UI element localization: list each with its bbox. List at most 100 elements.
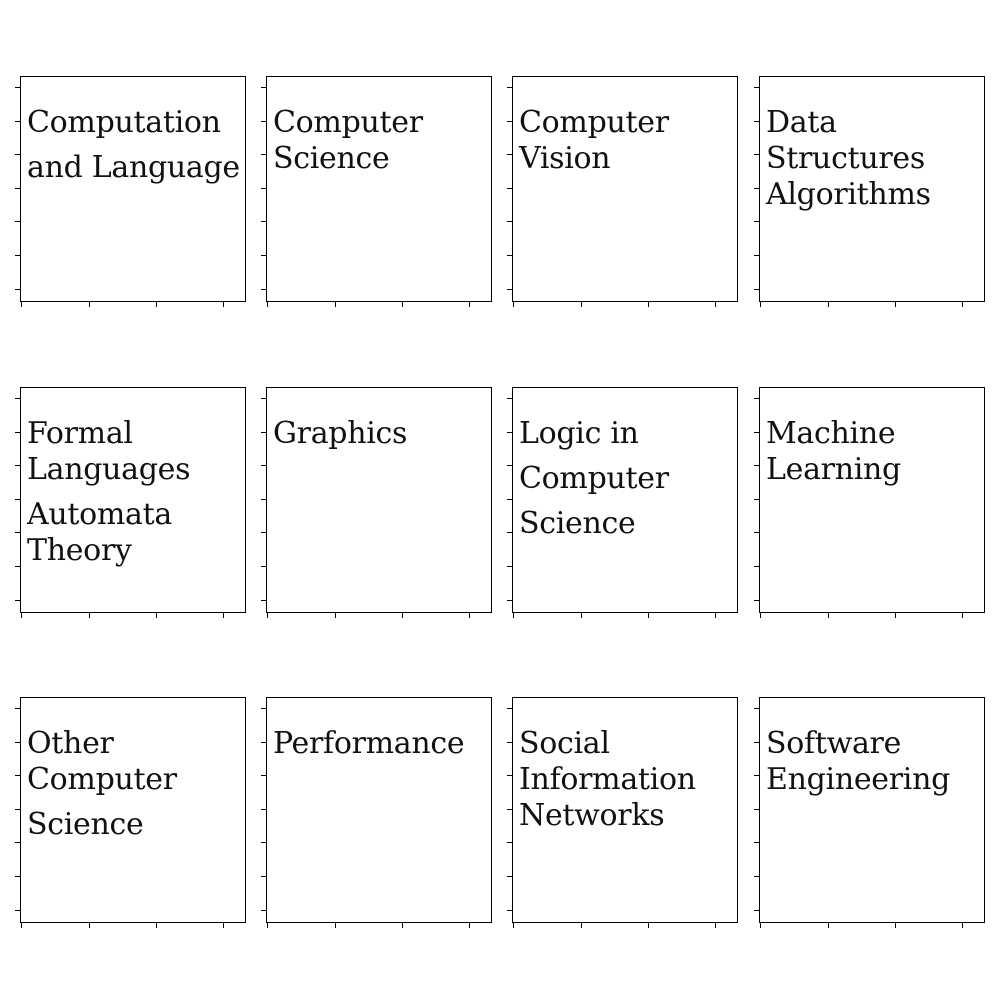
panel-title-line: Graphics: [273, 416, 408, 451]
x-axis-tick: [715, 612, 716, 618]
y-axis-tick: [261, 499, 267, 500]
y-axis-tick: [261, 154, 267, 155]
x-axis-tick: [648, 301, 649, 307]
x-axis-tick: [760, 301, 761, 307]
x-axis-tick: [828, 612, 829, 618]
y-axis-tick: [261, 188, 267, 189]
panel-title-line: Science: [519, 506, 636, 541]
chart-panel: Performance: [261, 697, 492, 928]
x-axis-tick: [223, 301, 224, 307]
panel-title-line: Engineering: [766, 762, 951, 797]
y-axis-tick: [261, 398, 267, 399]
y-axis-tick: [15, 465, 21, 466]
y-axis-tick: [507, 499, 513, 500]
y-axis-tick: [15, 221, 21, 222]
x-axis-tick: [581, 301, 582, 307]
y-axis-tick: [507, 842, 513, 843]
y-axis-tick: [754, 121, 760, 122]
panel-title-line: Computer: [519, 461, 669, 496]
panel-title-line: Algorithms: [766, 177, 931, 212]
x-axis-tick: [469, 301, 470, 307]
y-axis-tick: [261, 87, 267, 88]
x-axis-tick: [89, 301, 90, 307]
x-axis-tick: [156, 301, 157, 307]
panel-title: Performance: [273, 726, 465, 762]
panel-title-line: Performance: [273, 726, 465, 761]
y-axis-tick: [261, 432, 267, 433]
x-axis-tick: [895, 922, 896, 928]
y-axis-tick: [507, 432, 513, 433]
panel-title-line: Formal: [27, 416, 133, 451]
y-axis-tick: [507, 188, 513, 189]
panel-title-line: and Language: [27, 150, 240, 185]
panel-title-line: Software: [766, 726, 902, 761]
y-axis-tick: [15, 289, 21, 290]
y-axis-tick: [261, 910, 267, 911]
x-axis-tick: [469, 612, 470, 618]
x-axis-tick: [267, 301, 268, 307]
panel-title-line: Social: [519, 726, 610, 761]
y-axis-tick: [261, 809, 267, 810]
panel-title-line: Networks: [519, 798, 665, 833]
x-axis-tick: [648, 612, 649, 618]
y-axis-tick: [754, 188, 760, 189]
y-axis-tick: [261, 742, 267, 743]
panel-title-line: Computer: [273, 105, 423, 140]
y-axis-tick: [15, 775, 21, 776]
panel-title-line: Information: [519, 762, 696, 797]
y-axis-tick: [507, 876, 513, 877]
y-axis-tick: [507, 221, 513, 222]
panel-title-line: Computation: [27, 105, 221, 140]
x-axis-tick: [715, 301, 716, 307]
y-axis-tick: [507, 154, 513, 155]
x-axis-tick: [513, 301, 514, 307]
y-axis-tick: [507, 398, 513, 399]
y-axis-tick: [754, 398, 760, 399]
x-axis-tick: [962, 301, 963, 307]
y-axis-tick: [754, 465, 760, 466]
x-axis-tick: [402, 301, 403, 307]
y-axis-tick: [754, 809, 760, 810]
y-axis-tick: [754, 910, 760, 911]
y-axis-tick: [15, 742, 21, 743]
x-axis-tick: [715, 922, 716, 928]
panel-title-line: Theory: [27, 533, 132, 568]
y-axis-tick: [261, 121, 267, 122]
panel-title: Graphics: [273, 416, 407, 452]
x-axis-tick: [513, 612, 514, 618]
y-axis-tick: [15, 188, 21, 189]
x-axis-tick: [895, 301, 896, 307]
y-axis-tick: [507, 121, 513, 122]
y-axis-tick: [261, 566, 267, 567]
y-axis-tick: [507, 465, 513, 466]
x-axis-tick: [335, 612, 336, 618]
x-axis-tick: [335, 922, 336, 928]
panel-title-line: Languages: [27, 452, 191, 487]
y-axis-tick: [754, 289, 760, 290]
chart-panel: Computation and Language: [15, 76, 246, 307]
y-axis-tick: [15, 398, 21, 399]
y-axis-tick: [261, 255, 267, 256]
x-axis-tick: [223, 612, 224, 618]
x-axis-tick: [962, 922, 963, 928]
panel-title-line: Logic in: [519, 416, 639, 451]
panel-title-line: Data: [766, 105, 837, 140]
x-axis-tick: [267, 922, 268, 928]
x-axis-tick: [21, 301, 22, 307]
y-axis-tick: [754, 221, 760, 222]
y-axis-tick: [754, 87, 760, 88]
y-axis-tick: [507, 742, 513, 743]
chart-panel: Graphics: [261, 387, 492, 618]
y-axis-tick: [507, 708, 513, 709]
panel-title-line: Computer: [27, 762, 177, 797]
y-axis-tick: [754, 876, 760, 877]
